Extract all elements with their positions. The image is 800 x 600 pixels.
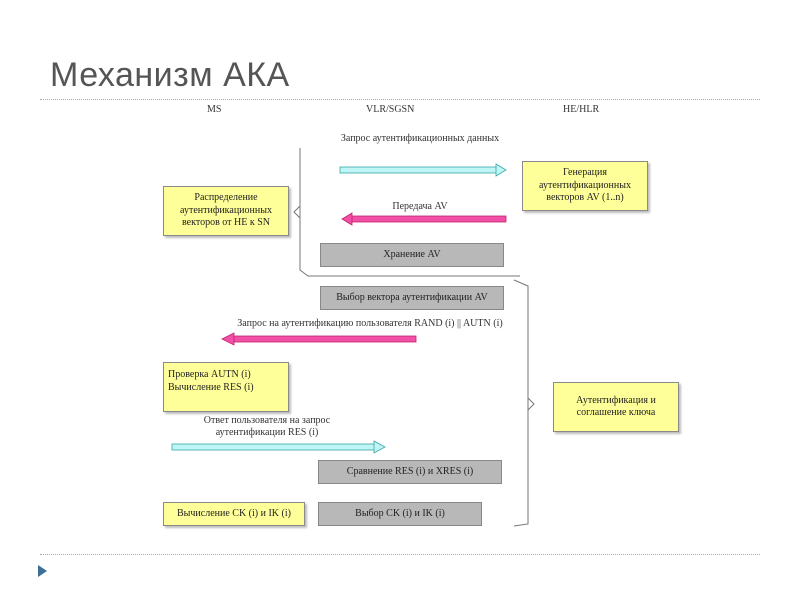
label-av-transfer: Передача AV: [392, 201, 448, 212]
triangle-bullet-icon: [38, 565, 47, 577]
footer-divider: [40, 554, 760, 555]
title-divider: [40, 99, 760, 100]
arrow-user-auth-response: [171, 440, 386, 454]
authentication-brace: [513, 279, 529, 527]
box-select-ck-ik: Выбор CK (i) и IK (i): [318, 502, 482, 526]
column-header-he: HE/HLR: [563, 104, 600, 115]
column-header-ms: MS: [207, 104, 222, 115]
box-storage: Хранение AV: [320, 243, 504, 267]
label-user-auth-response: Ответ пользователя на запрос аутентифика…: [203, 415, 331, 438]
label-auth-data-request: Запрос аутентификационных данных: [340, 133, 500, 144]
arrow-auth-data-request: [339, 163, 507, 177]
column-header-vlr: VLR/SGSN: [366, 104, 415, 115]
slide-title: Механизм АКА: [50, 56, 290, 94]
box-generation: Генерация аутентификационных векторов AV…: [522, 161, 648, 211]
label-user-auth-request: Запрос на аутентификацию пользователя RA…: [237, 318, 503, 329]
arrow-av-transfer: [341, 212, 507, 226]
box-vector-select: Выбор вектора аутентификации AV: [320, 286, 504, 310]
box-calc-ck-ik: Вычисление CK (i) и IK (i): [163, 502, 305, 526]
box-auth-agreement: Аутентификация и соглашение ключа: [553, 382, 679, 432]
box-check-autn: Проверка AUTN (i) Вычисление RES (i): [163, 362, 289, 412]
distribution-brace: [299, 148, 520, 277]
box-compare-res: Сравнение RES (i) и XRES (i): [318, 460, 502, 484]
arrow-user-auth-request: [221, 332, 417, 346]
box-distribution: Распределение аутентификационных векторо…: [163, 186, 289, 236]
